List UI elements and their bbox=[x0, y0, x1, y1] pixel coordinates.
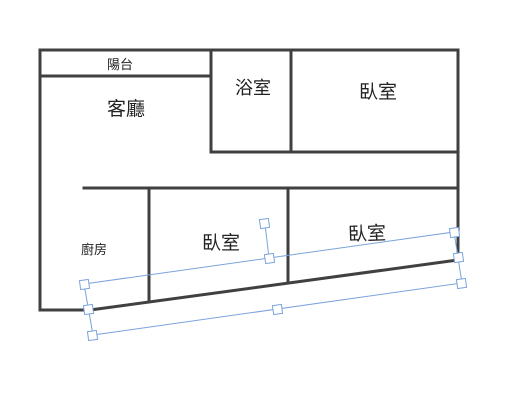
resize-handle-bottom-right[interactable] bbox=[455, 277, 468, 290]
room-label-kitchen: 廚房 bbox=[81, 242, 107, 258]
resize-handle-top-right[interactable] bbox=[448, 226, 461, 239]
walls bbox=[38, 48, 460, 312]
room-label-bedroom-top-right: 臥室 bbox=[359, 81, 397, 103]
resize-handle-bottom-middle[interactable] bbox=[271, 303, 284, 316]
resize-handle-top-left[interactable] bbox=[78, 278, 91, 291]
room-label-balcony: 陽台 bbox=[107, 58, 133, 73]
room-label-bedroom-bottom-right: 臥室 bbox=[348, 222, 387, 245]
resize-handle-bottom-left[interactable] bbox=[86, 329, 99, 342]
rotation-handle-stem bbox=[264, 223, 270, 259]
selection-outline bbox=[83, 231, 463, 336]
room-label-bathroom: 浴室 bbox=[235, 78, 271, 99]
wall-bottom-slanted bbox=[88, 258, 460, 312]
selection-box[interactable] bbox=[78, 217, 468, 342]
room-label-bedroom-bottom-middle: 臥室 bbox=[202, 232, 240, 254]
room-label-living-room: 客廳 bbox=[107, 98, 145, 120]
resize-handle-middle-left[interactable] bbox=[82, 303, 95, 316]
resize-handle-middle-right[interactable] bbox=[452, 251, 465, 264]
resize-handle-top-middle[interactable] bbox=[263, 252, 276, 265]
room-labels: 陽台 客廳 浴室 臥室 廚房 臥室 臥室 bbox=[81, 58, 397, 258]
rotation-handle[interactable] bbox=[258, 217, 271, 230]
